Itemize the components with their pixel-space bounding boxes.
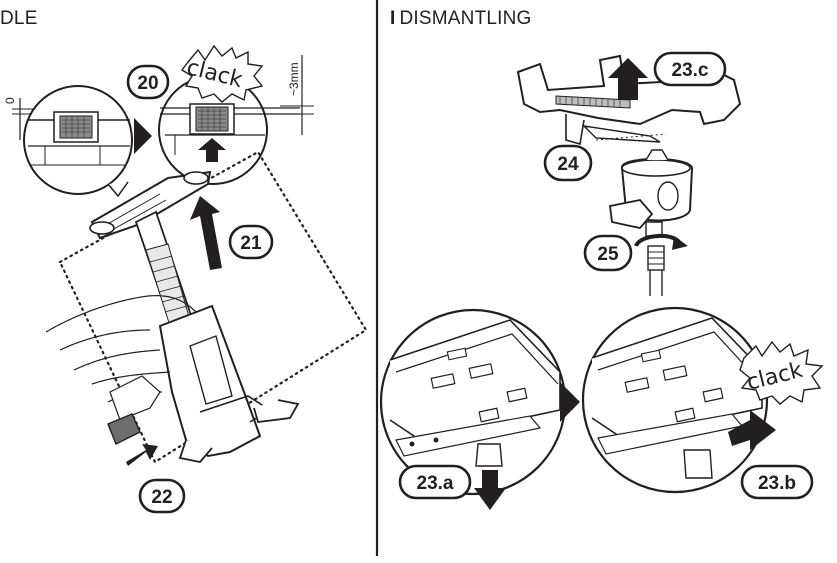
section-heading-left-text: DLE [0, 8, 38, 29]
gap-label: ~3mm [287, 62, 301, 96]
transition-arrow-left [134, 118, 152, 154]
step-badge-20: 20 [126, 64, 170, 100]
gap-dimension: ~3mm [280, 55, 314, 135]
step-label-23c: 23.c [672, 60, 709, 81]
slide-up-arrow [190, 196, 222, 270]
step-label-23a: 23.a [417, 473, 454, 494]
clack-burst-bottom: clack [739, 340, 824, 405]
left-panel: 0 [3, 44, 368, 514]
push-side-arrow [728, 410, 776, 450]
step-badge-24: 24 [543, 144, 593, 182]
step-badge-23a: 23.a [398, 464, 472, 500]
zero-label: 0 [3, 97, 17, 104]
step-label-24: 24 [557, 154, 579, 175]
push-up-arrow [198, 138, 226, 162]
clack-burst-top: clack [180, 44, 264, 103]
step-badge-23c: 23.c [653, 51, 727, 87]
latch-zoom-before [23, 85, 133, 198]
step-badge-22: 22 [138, 478, 186, 514]
step-label-20: 20 [137, 73, 158, 94]
step-label-21: 21 [240, 233, 262, 254]
holder-assembly [45, 170, 300, 463]
section-marker: I [390, 8, 396, 29]
ball-joint [609, 149, 694, 237]
transition-arrow-right [560, 382, 580, 422]
release-zoom-left [379, 308, 567, 510]
lift-cradle-arrow [608, 58, 648, 100]
pull-down-arrow [474, 470, 506, 510]
section-heading-text: DISMANTLING [399, 8, 532, 29]
step-label-25: 25 [597, 244, 619, 265]
section-heading-left: DLE [0, 8, 38, 30]
release-zoom-right [581, 306, 776, 494]
press-arrow [126, 444, 158, 466]
step-label-23b: 23.b [758, 473, 796, 494]
step-badge-25: 25 [583, 234, 633, 272]
step-badge-23b: 23.b [740, 464, 814, 500]
step-badge-21: 21 [228, 224, 274, 260]
step-label-22: 22 [151, 487, 172, 508]
right-panel: 24 25 23.c [379, 51, 824, 510]
rotate-arrow [634, 234, 688, 296]
